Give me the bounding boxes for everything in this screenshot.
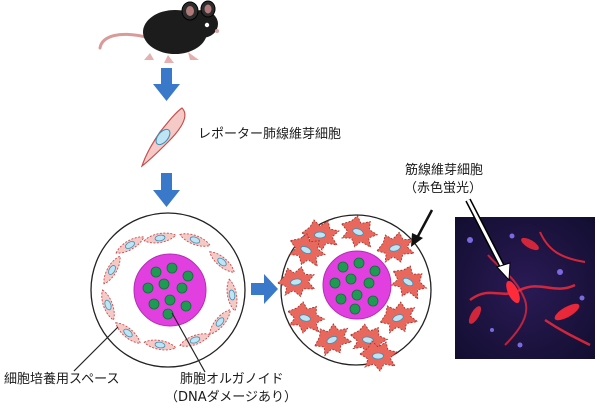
organoid-cell [180, 300, 192, 312]
organoid-cell [369, 265, 381, 277]
dna-damage-label: （DNAダメージあり） [165, 390, 297, 405]
myofibroblast-cell [376, 231, 416, 263]
fibroblast-cell [101, 289, 115, 321]
organoid-cell [335, 293, 347, 305]
myofibroblast-cell [277, 266, 316, 298]
fibroblast-cell [115, 236, 145, 254]
callout-arrow [411, 209, 434, 247]
fibroblast-cell [179, 333, 211, 347]
organoid-cell [142, 282, 154, 294]
mouse-icon [98, 0, 219, 63]
micrograph-arrow [465, 198, 511, 282]
culture-dish-right [277, 214, 432, 372]
fibroblast-cell [143, 339, 177, 351]
myofibroblast-cell [359, 340, 398, 372]
organoid-cells [142, 262, 194, 320]
myofibroblast-label: 筋線維芽細胞 [404, 163, 483, 178]
organoid-cell [349, 303, 361, 315]
fibroblast-cell [179, 233, 211, 247]
organoid-cell [363, 277, 375, 289]
fibroblast-cell [143, 232, 177, 244]
organoid-cell [345, 273, 357, 285]
organoid-cell [166, 262, 178, 274]
organoid-cell [337, 261, 349, 273]
organoid-cell [329, 277, 341, 289]
organoid-cells [329, 257, 381, 315]
fibroblast-cell-icon [140, 107, 186, 168]
myofibroblast-cell [379, 301, 419, 334]
leader-lines [73, 312, 206, 373]
fluorescence-micrograph [455, 217, 595, 359]
organoid-cell [164, 294, 176, 306]
myofibroblast-cell [341, 215, 379, 249]
red-fluorescence-label: （赤色蛍光） [403, 181, 482, 196]
organoid-cell [150, 266, 162, 278]
myofibroblast-cell [390, 265, 428, 301]
right-arrow-icon [251, 274, 278, 304]
organoid-cell [182, 270, 194, 282]
fibroblast-cells [101, 232, 238, 351]
myofibroblast-cell [314, 323, 353, 357]
down-arrow-icon [153, 68, 180, 101]
organoid-cell [162, 308, 174, 320]
organoid-cell [353, 257, 365, 269]
down-arrow-icon [153, 173, 180, 207]
reporter-fibroblast-label: レポーター肺線維芽細胞 [198, 127, 342, 142]
culture-dish-left [90, 212, 246, 368]
organoid-cell [367, 295, 379, 307]
organoid-cell [176, 282, 188, 294]
fibroblast-cell [103, 255, 121, 285]
fibroblast-cell [209, 251, 235, 273]
myofibroblast-cell [287, 301, 326, 334]
culture-space-label: 細胞培養用スペース [4, 372, 120, 387]
organoid-cell [351, 289, 363, 301]
myofibroblast-cell [288, 233, 326, 268]
fibroblast-cell [115, 322, 141, 344]
organoid-cell [158, 278, 170, 290]
myofibroblast-cells [277, 215, 428, 372]
organoid-cell [148, 298, 160, 310]
lung-organoid-label: 肺胞オルガノイド [180, 372, 284, 387]
fibroblast-cell [209, 309, 231, 335]
fibroblast-cell [226, 278, 238, 312]
